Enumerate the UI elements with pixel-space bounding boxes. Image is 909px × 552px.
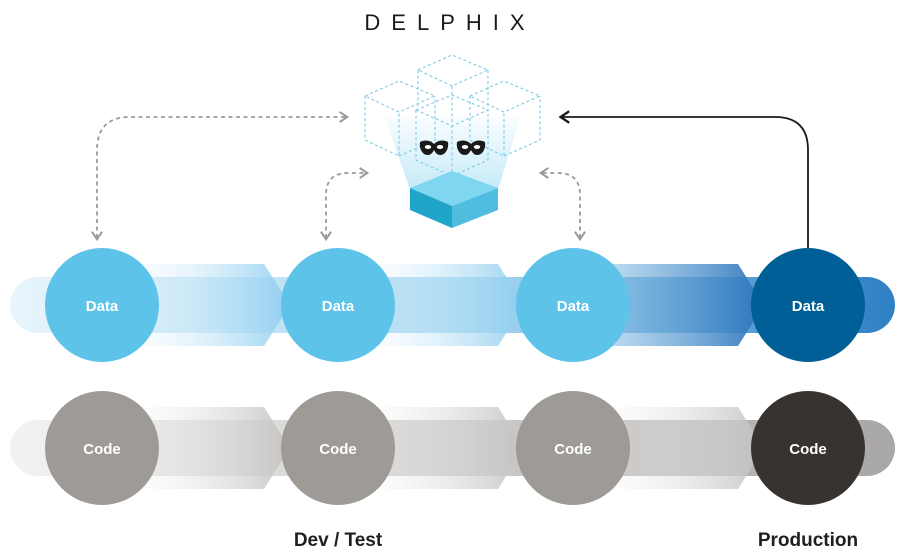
data-flow-arrows [95, 264, 764, 346]
data-node-production: Data [751, 248, 865, 362]
solid-arrow-icon [558, 110, 809, 248]
dashed-arrow-icon [538, 167, 586, 242]
data-node-label: Data [322, 298, 355, 315]
data-node-circle [516, 248, 630, 362]
data-node-1: Data [45, 248, 159, 362]
dashed-arrow-icon [91, 111, 586, 242]
code-node-circle [45, 391, 159, 505]
cube-stack-icon [363, 54, 542, 228]
code-node-label: Code [789, 441, 827, 458]
data-node-circle [281, 248, 395, 362]
dev-test-label: Dev / Test [294, 530, 383, 551]
code-node-label: Code [83, 441, 121, 458]
brand-logo: DELPHIX [364, 10, 535, 35]
code-node-label: Code [319, 441, 357, 458]
data-node-circle [45, 248, 159, 362]
code-node-circle [516, 391, 630, 505]
mask-icon [456, 140, 486, 155]
production-label: Production [758, 530, 858, 551]
data-node-3: Data [516, 248, 630, 362]
code-node-3: Code [516, 391, 630, 505]
dashed-arrow-icon [91, 111, 350, 242]
code-node-1: Code [45, 391, 159, 505]
code-node-circle [751, 391, 865, 505]
code-node-label: Code [554, 441, 592, 458]
data-node-2: Data [281, 248, 395, 362]
dashed-arrow-icon [320, 167, 370, 242]
data-node-circle [751, 248, 865, 362]
data-source-block [410, 171, 498, 228]
data-node-label: Data [792, 298, 825, 315]
code-flow-arrows [95, 407, 764, 489]
mask-icon [419, 140, 449, 155]
code-node-production: Code [751, 391, 865, 505]
code-node-circle [281, 391, 395, 505]
data-node-label: Data [86, 298, 119, 315]
code-node-2: Code [281, 391, 395, 505]
data-node-label: Data [557, 298, 590, 315]
